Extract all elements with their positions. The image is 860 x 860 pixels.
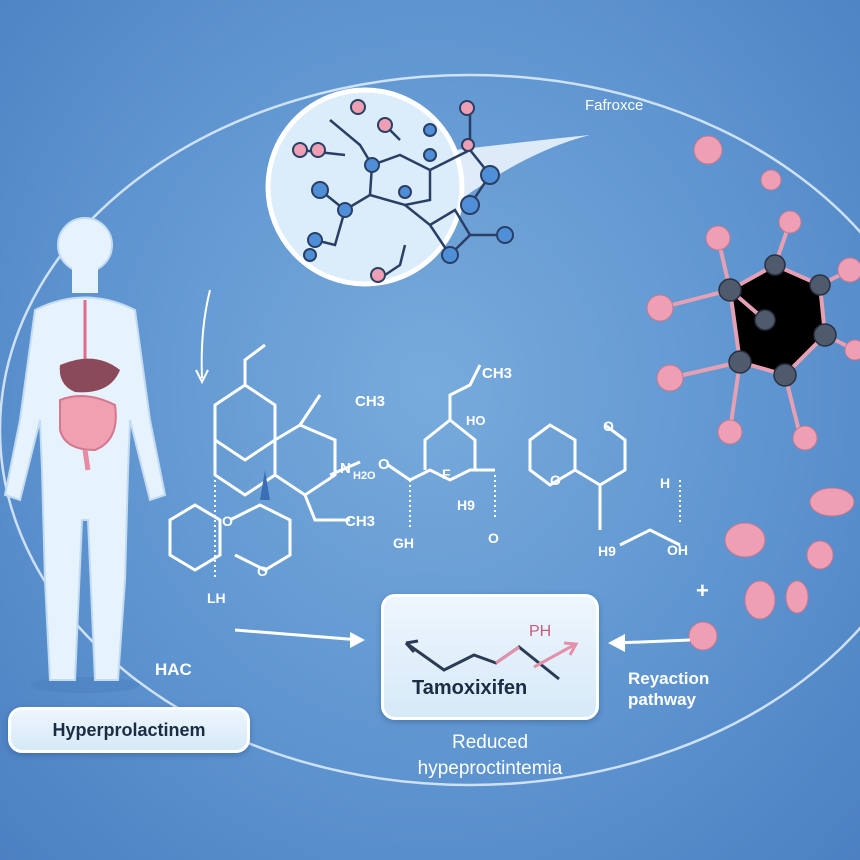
magnified-molecule-bubble <box>265 87 465 287</box>
drug-box: PH Tamoxixifen <box>381 594 599 720</box>
ball-and-stick-molecule <box>646 135 860 651</box>
pathway-label: Reyaction pathway <box>628 669 710 709</box>
hashed-bonds <box>214 475 681 580</box>
atom-label: CH3 <box>345 513 376 530</box>
condition-label: Hyperprolactinem <box>52 720 206 740</box>
atom-label: H9 <box>457 497 475 513</box>
skeletal-structure <box>168 343 681 572</box>
atom-label: N <box>340 460 351 477</box>
hac-label: HAC <box>155 660 192 679</box>
arrow-to-drug <box>234 628 361 642</box>
ph-label: PH <box>529 623 552 640</box>
atom-label: F <box>442 466 451 482</box>
wedge-bond <box>260 470 270 500</box>
drug-label: Tamoxixifen <box>412 677 528 699</box>
orbit-ellipse <box>0 73 860 787</box>
arrow-head-icon <box>195 369 209 385</box>
atom-label: H <box>660 475 671 491</box>
drug-structure-icon <box>404 639 579 681</box>
atom-label: H9 <box>598 543 616 559</box>
outcome-line2: hypeproctintemia <box>417 758 563 779</box>
bubble-atoms <box>292 99 514 283</box>
swoosh <box>455 135 590 200</box>
arrow-head-icon <box>350 632 365 648</box>
arrow-head-icon <box>608 634 625 652</box>
atom-label: O <box>378 456 390 473</box>
atom-label: O <box>257 563 268 579</box>
plus-sign: + <box>696 578 709 603</box>
arrow-down <box>200 289 211 379</box>
outcome-line1: Reduced <box>451 732 529 753</box>
atom-label: CH3 <box>482 365 513 382</box>
atom-label: O <box>222 513 233 529</box>
arrow-from-pathway <box>614 638 691 645</box>
human-body <box>3 217 167 693</box>
atom-label: H2O <box>353 470 376 482</box>
atom-label: HO <box>466 413 486 428</box>
atom-label: GH <box>393 535 414 551</box>
condition-box: Hyperprolactinem <box>8 707 250 753</box>
atom-label: CH3 <box>355 393 386 410</box>
atom-label: LH <box>207 590 226 606</box>
fafroxce-label: Fafroxce <box>585 97 644 114</box>
atom-label: O <box>550 472 561 488</box>
atom-label: O <box>488 530 499 546</box>
atom-label: O <box>603 418 614 434</box>
atom-label: OH <box>667 542 688 558</box>
